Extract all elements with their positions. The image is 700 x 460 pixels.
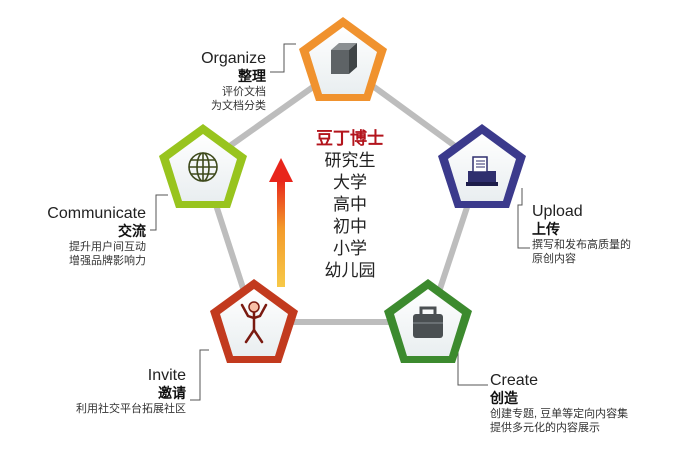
node-create[interactable] <box>384 279 472 363</box>
leader-upload <box>517 188 530 249</box>
organize-en: Organize <box>201 50 266 67</box>
label-organize: Organize 整理 评价文档 为文档分类 <box>150 50 266 113</box>
center-title: 豆丁博士 <box>316 129 384 148</box>
communicate-zh: 交流 <box>118 223 146 239</box>
communicate-desc: 提升用户间互动 <box>69 241 146 253</box>
label-invite: Invite 邀请 利用社交平台拓展社区 <box>40 367 186 416</box>
education-levels: 豆丁博士 研究生 大学 高中 初中 小学 幼儿园 <box>295 128 405 282</box>
invite-en: Invite <box>147 367 186 384</box>
leader-invite <box>190 349 209 401</box>
invite-zh: 邀请 <box>158 385 186 401</box>
create-zh: 创造 <box>490 390 518 406</box>
cube-icon <box>331 43 357 74</box>
upward-arrow <box>269 158 293 287</box>
level-item: 大学 <box>333 173 367 192</box>
leader-communicate <box>150 194 168 231</box>
label-create: Create 创造 创建专题, 豆单等定向内容集 提供多元化的内容展示 <box>490 372 690 435</box>
level-item: 高中 <box>333 195 367 214</box>
leader-organize <box>270 43 296 73</box>
organize-desc: 评价文档 <box>222 86 266 98</box>
invite-desc: 利用社交平台拓展社区 <box>76 403 186 415</box>
communicate-desc: 增强品牌影响力 <box>69 255 146 267</box>
briefcase-icon <box>413 306 443 338</box>
create-en: Create <box>490 372 539 389</box>
globe-icon <box>188 152 218 182</box>
scanner-icon <box>466 156 498 186</box>
upload-desc: 撰写和发布高质量的 <box>532 239 631 251</box>
create-desc: 提供多元化的内容展示 <box>490 422 600 434</box>
leader-lines <box>150 43 530 401</box>
level-item: 小学 <box>333 239 367 258</box>
node-upload[interactable] <box>438 124 526 208</box>
node-invite[interactable] <box>210 279 298 363</box>
organize-desc: 为文档分类 <box>211 100 266 112</box>
upload-en: Upload <box>532 203 583 220</box>
label-communicate: Communicate 交流 提升用户间互动 增强品牌影响力 <box>10 205 146 268</box>
leader-create <box>457 345 488 386</box>
create-desc: 创建专题, 豆单等定向内容集 <box>490 408 629 420</box>
level-item: 幼儿园 <box>324 261 376 280</box>
level-item: 初中 <box>333 217 367 236</box>
label-upload: Upload 上传 撰写和发布高质量的 原创内容 <box>532 203 692 266</box>
node-communicate[interactable] <box>159 124 247 208</box>
upload-zh: 上传 <box>532 221 560 237</box>
organize-zh: 整理 <box>238 68 266 84</box>
node-organize[interactable] <box>299 17 387 101</box>
upload-desc: 原创内容 <box>532 253 576 265</box>
communicate-en: Communicate <box>47 205 146 222</box>
level-item: 研究生 <box>324 151 376 170</box>
person-icon <box>240 301 268 344</box>
